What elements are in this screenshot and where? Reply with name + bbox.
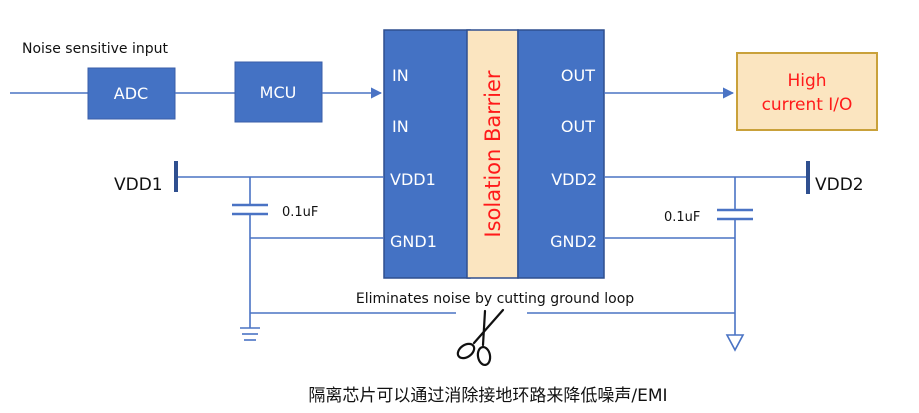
isolator-chip [383,29,605,279]
noise-sensitive-label: Noise sensitive input [22,41,168,57]
output-line-1: High [787,71,826,91]
isolator-pin-out-1: OUT [561,66,595,85]
adc-label: ADC [114,84,148,103]
high-current-io-block: High current I/O [736,52,878,131]
mcu-label: MCU [260,83,297,102]
signal-ground-icon [725,334,745,352]
vdd1-terminal-bar [174,161,178,192]
cap-left-value: 0.1uF [282,205,318,220]
isolator-pin-vdd2: VDD2 [551,170,597,189]
isolator-pin-gnd2: GND2 [550,232,597,251]
mcu-block: MCU [234,61,323,123]
scissors-icon [456,308,505,367]
chassis-ground-icon [240,327,260,341]
isolator-pin-in-2: IN [392,117,409,136]
isolator-pin-in-1: IN [392,66,409,85]
isolator-pin-out-2: OUT [561,117,595,136]
output-line-2: current I/O [762,95,853,115]
cut-ground-loop-note: Eliminates noise by cutting ground loop [356,291,634,307]
isolation-barrier-label: Isolation Barrier [481,70,505,238]
adc-block: ADC [87,67,176,120]
vdd1-supply-label: VDD1 [114,175,163,195]
caption: 隔离芯片可以通过消除接地环路来降低噪声/EMI [308,386,667,406]
cap-right-value: 0.1uF [664,210,700,225]
vdd2-terminal-bar [806,161,810,194]
isolator-pin-gnd1: GND1 [390,232,437,251]
vdd2-supply-label: VDD2 [815,175,864,195]
isolator-pin-vdd1: VDD1 [390,170,436,189]
